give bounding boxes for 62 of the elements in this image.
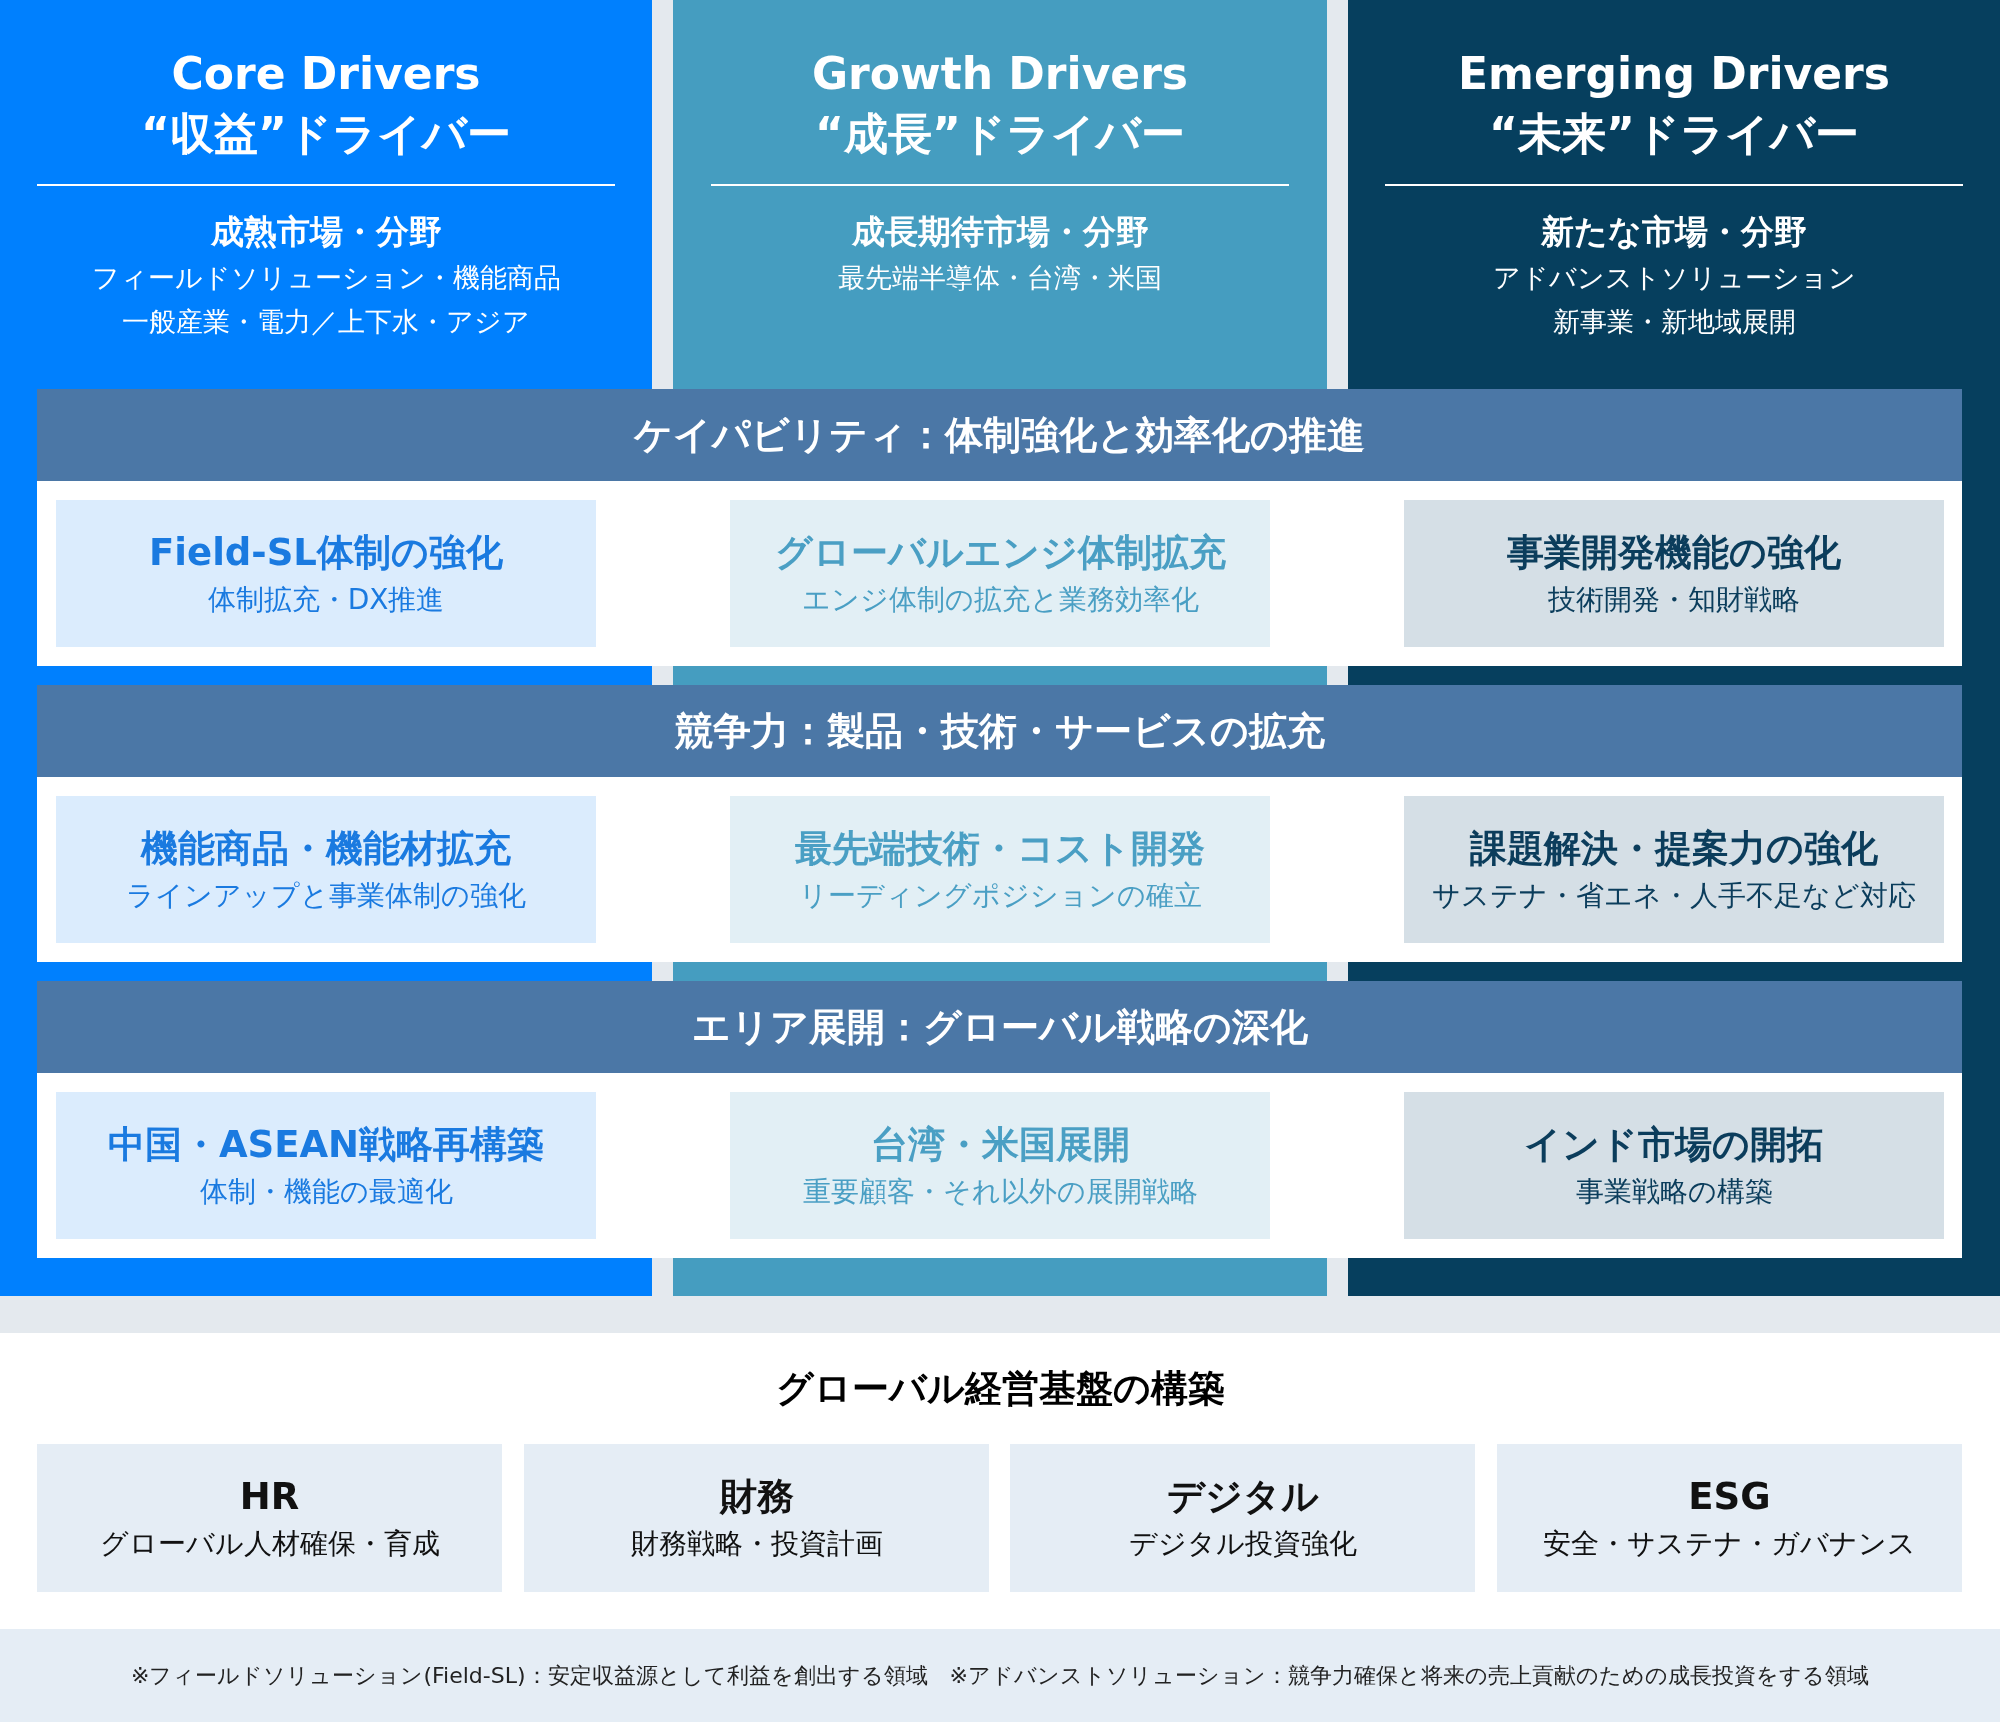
column-heading: “成長”ドライバー [815, 107, 1185, 161]
band-heading: 競争力：製品・技術・サービスの拡充 [37, 685, 1962, 777]
band-panel [37, 389, 1962, 666]
card-text: デジタル投資強化 [1128, 1526, 1357, 1562]
section-panel [0, 1333, 2000, 1629]
card-title: グローバルエンジ体制拡充 [774, 529, 1226, 576]
card-text: 体制・機能の最適化 [199, 1173, 453, 1210]
card-text: 技術開発・知財戦略 [1548, 581, 1800, 618]
card [730, 796, 1270, 943]
card-title: 中国・ASEAN戦略再構築 [107, 1121, 545, 1168]
footnote: ※フィールドソリューション(Field-SL)：安定収益源として利益を創出する領域 ※アドバンストソリューション：競争力確保と将来の売上貢献のための成長投資をする領域 [131, 1661, 1869, 1690]
card [1010, 1444, 1475, 1592]
card-title: 事業開発機能の強化 [1507, 529, 1841, 576]
band-heading: エリア展開：グローバル戦略の深化 [37, 981, 1962, 1073]
card-text: サステナ・省エネ・人手不足など対応 [1432, 877, 1916, 914]
card-text: 重要顧客・それ以外の展開戦略 [802, 1173, 1198, 1210]
card-text: グローバル人材確保・育成 [99, 1526, 440, 1562]
card-text: 体制拡充・DX推進 [207, 581, 445, 618]
column-heading: “収益”ドライバー [141, 107, 511, 161]
column-subheading: 成熟市場・分野 [210, 211, 442, 253]
card-title: Field-SL体制の強化 [149, 529, 503, 576]
band-panel [37, 685, 1962, 962]
column-heading: Core Drivers [171, 47, 481, 101]
card [1404, 796, 1944, 943]
card-title: デジタル [1166, 1474, 1319, 1520]
column-subheading: 成長期待市場・分野 [851, 211, 1149, 253]
card-text: エンジ体制の拡充と業務効率化 [801, 581, 1199, 618]
card-text: 安全・サステナ・ガバナンス [1543, 1526, 1916, 1562]
card [56, 1092, 596, 1239]
card-title: 課題解決・提案力の強化 [1470, 825, 1878, 872]
card-text: 事業戦略の構築 [1575, 1173, 1773, 1210]
card-title: 財務 [719, 1474, 794, 1520]
card-text: リーディングポジションの確立 [798, 877, 1202, 914]
card-title: 機能商品・機能材拡充 [141, 825, 511, 872]
card-title: 台湾・米国展開 [870, 1121, 1130, 1168]
card [56, 500, 596, 647]
card [730, 500, 1270, 647]
column-text: 新事業・新地域展開 [1552, 305, 1796, 339]
column-subheading: 新たな市場・分野 [1541, 211, 1807, 253]
card [524, 1444, 989, 1592]
card [56, 796, 596, 943]
column-text: フィールドソリューション・機能商品 [91, 261, 561, 295]
card [730, 1092, 1270, 1239]
card-title: ESG [1688, 1474, 1771, 1520]
column-heading: Emerging Drivers [1458, 47, 1890, 101]
card-text: 財務戦略・投資計画 [630, 1526, 883, 1562]
column-heading: Growth Drivers [811, 47, 1189, 101]
card-title: 最先端技術・コスト開発 [795, 825, 1205, 872]
card [37, 1444, 502, 1592]
card-text: ラインアップと事業体制の強化 [126, 877, 526, 914]
band-heading: ケイパビリティ：体制強化と効率化の推進 [37, 389, 1962, 481]
card-title: HR [239, 1474, 300, 1520]
column-text: 最先端半導体・台湾・米国 [838, 261, 1162, 295]
card [1497, 1444, 1962, 1592]
card-title: インド市場の開拓 [1524, 1121, 1824, 1168]
column-text: 一般産業・電力／上下水・アジア [122, 305, 530, 339]
band-panel [37, 981, 1962, 1258]
column-heading: “未来”ドライバー [1489, 107, 1859, 161]
card [1404, 1092, 1944, 1239]
card [1404, 500, 1944, 647]
column-text: アドバンストソリューション [1492, 261, 1856, 295]
section-heading: グローバル経営基盤の構築 [774, 1366, 1226, 1412]
